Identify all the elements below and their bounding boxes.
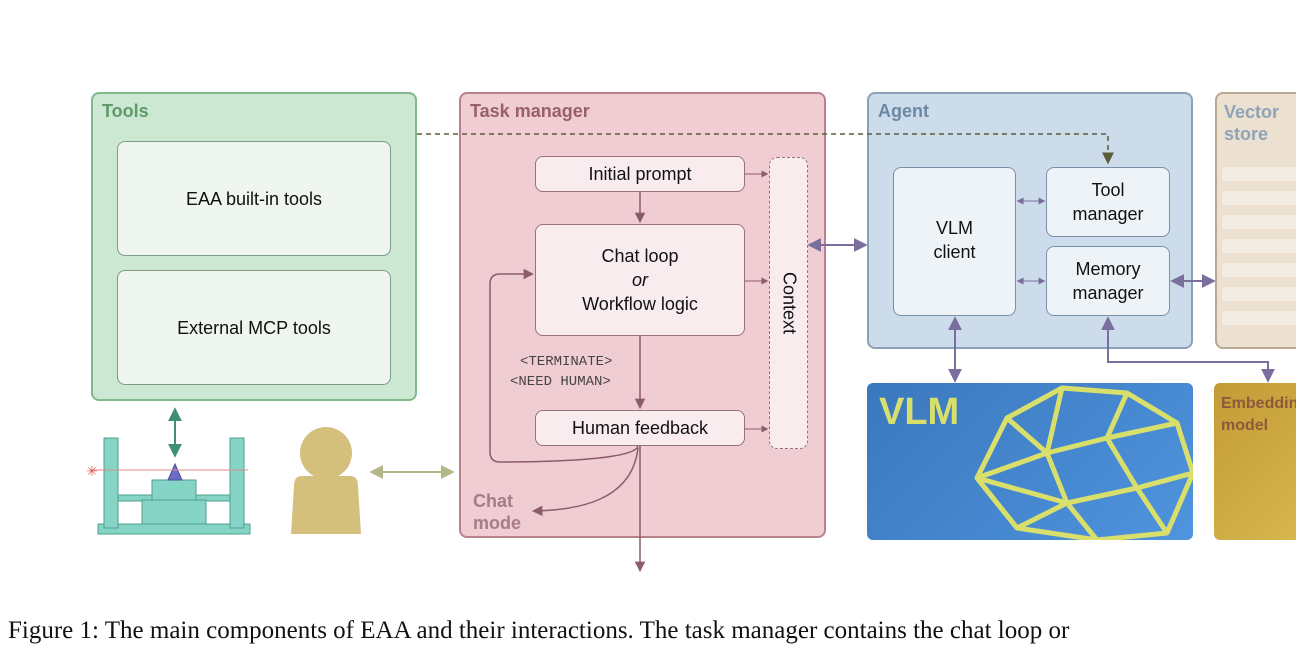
chat-loop-label: Chat loop: [601, 246, 679, 266]
agent-title: Agent: [878, 101, 929, 121]
vlm-client-box: VLM client: [893, 167, 1016, 316]
vector-row: [1222, 263, 1296, 277]
tools-to-tool-manager-arrow: [417, 133, 1114, 165]
chat-mode-arrow: [531, 447, 639, 517]
vector-row: [1222, 191, 1296, 205]
embedding-model-label: Embeddin model: [1221, 393, 1296, 437]
chat-mode-label: Chat mode: [473, 490, 521, 534]
tool-manager-box: Tool manager: [1046, 167, 1170, 237]
memory-manager-box: Memory manager: [1046, 246, 1170, 316]
embedding-line2: model: [1221, 417, 1269, 434]
external-mcp-tools-box: External MCP tools: [117, 270, 391, 385]
connections-overlay: ✳: [86, 133, 1275, 573]
initial-prompt-box: Initial prompt: [535, 156, 745, 192]
vlm-client-line1: VLM: [935, 218, 973, 238]
terminate-signal: <TERMINATE>: [520, 354, 613, 370]
or-label: or: [631, 270, 648, 290]
vector-store-title: Vector store: [1224, 101, 1279, 145]
vector-store-line2: store: [1224, 124, 1269, 144]
chat-mode-line1: Chat: [473, 491, 513, 511]
chat-loop-box: Chat loop or Workflow logic: [535, 224, 745, 336]
human-feedback-box: Human feedback: [535, 410, 745, 446]
vector-row: [1222, 287, 1296, 301]
vlm-client-line2: client: [933, 242, 976, 262]
vector-store-line1: Vector: [1224, 102, 1280, 122]
tool-manager-line1: Tool: [1091, 180, 1125, 200]
memory-embedding-arrow: [1101, 316, 1275, 383]
figure-caption: Figure 1: The main components of EAA and…: [8, 617, 1070, 644]
vlm-label: VLM: [879, 391, 960, 433]
builtin-tools-box: EAA built-in tools: [117, 141, 391, 256]
tool-manager-line2: manager: [1072, 204, 1144, 224]
person-icon: [291, 427, 361, 534]
task-manager-title: Task manager: [470, 101, 590, 121]
memory-manager-line1: Memory: [1075, 259, 1141, 279]
embedding-model-block: Embeddin model: [1214, 383, 1296, 540]
vector-row: [1222, 167, 1296, 181]
context-box: Context: [769, 157, 808, 449]
vector-row: [1222, 215, 1296, 229]
vlm-network-icon: [974, 385, 1193, 540]
vlm-block: VLM: [867, 383, 1193, 540]
workflow-logic-label: Workflow logic: [582, 294, 698, 314]
memory-manager-line2: manager: [1072, 283, 1144, 303]
feedback-loop-arrow: [489, 268, 639, 463]
chat-mode-line2: mode: [473, 513, 522, 533]
instrument-icon: [97, 437, 251, 535]
vector-row: [1222, 239, 1296, 253]
need-human-signal: <NEED HUMAN>: [510, 374, 611, 390]
beam-source-icon: ✳: [86, 464, 98, 480]
embedding-line1: Embeddin: [1221, 395, 1296, 412]
tools-title: Tools: [102, 101, 149, 121]
